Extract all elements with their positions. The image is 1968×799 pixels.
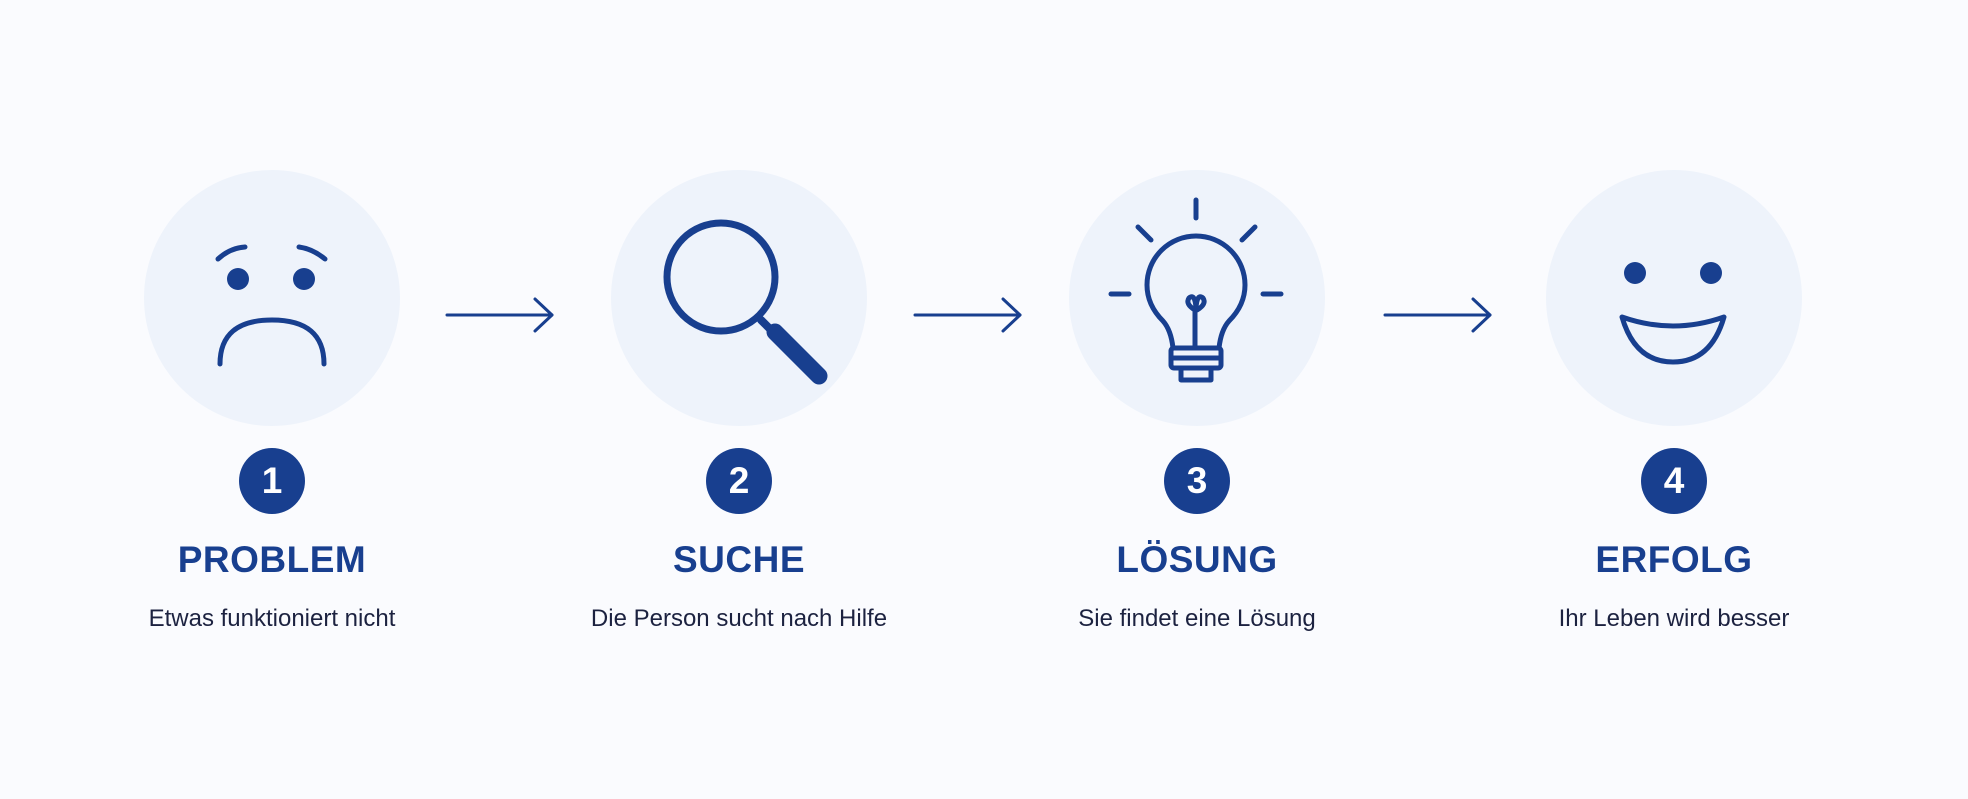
icon-circle	[1069, 170, 1325, 426]
arrow-right-icon	[1383, 297, 1492, 333]
step-number-badge: 1	[239, 448, 305, 514]
happy-face-icon	[1619, 262, 1727, 365]
step-erfolg: 4 ERFOLG Ihr Leben wird besser	[1464, 0, 1884, 799]
arrow-right-icon	[913, 297, 1022, 333]
icon-circle	[611, 170, 867, 426]
step-number-badge: 4	[1641, 448, 1707, 514]
step-title: SUCHE	[672, 539, 806, 580]
step-title: LÖSUNG	[1116, 539, 1278, 580]
step-title: PROBLEM	[177, 539, 367, 580]
step-description: Ihr Leben wird besser	[1558, 605, 1790, 632]
step-problem: 1 PROBLEM Etwas funktioniert nicht	[62, 0, 482, 799]
icon-circle	[1546, 170, 1802, 426]
step-loesung: 3 LÖSUNG Sie findet eine Lösung	[987, 0, 1407, 799]
step-number-badge: 2	[706, 448, 772, 514]
step-description: Etwas funktioniert nicht	[148, 605, 396, 632]
step-title: ERFOLG	[1595, 539, 1753, 580]
icon-circle	[144, 170, 400, 426]
step-number-badge: 3	[1164, 448, 1230, 514]
sad-face-icon	[215, 244, 328, 367]
arrow-right-icon	[445, 297, 554, 333]
step-description: Sie findet eine Lösung	[1078, 605, 1316, 632]
lightbulb-icon	[1108, 197, 1284, 383]
step-description: Die Person sucht nach Hilfe	[590, 605, 888, 632]
magnifying-glass-icon	[663, 219, 828, 385]
step-suche: 2 SUCHE Die Person sucht nach Hilfe	[529, 0, 949, 799]
